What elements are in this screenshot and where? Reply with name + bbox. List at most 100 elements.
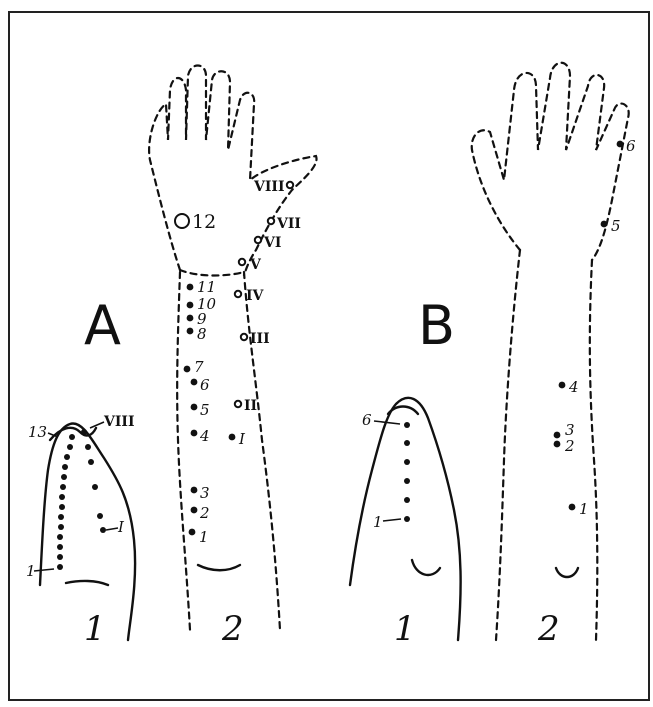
b1-dot [404,422,410,428]
b2-label-5: 5 [611,217,621,235]
panel-b-fig2: 2 1 2 3 4 5 6 [472,63,636,649]
a1-dot [59,494,65,500]
b2-point-1 [569,504,576,511]
a2-point-i [229,434,236,441]
b1-label-1: 1 [373,513,383,531]
a1-dot [60,484,66,490]
a2-point-4 [191,430,198,437]
a2-label-2: 2 [199,504,210,522]
panel-b-letter: B [418,294,455,357]
a2-label-v: V [249,257,262,273]
a1-dot [58,514,64,520]
b2-label-6: 6 [626,137,636,155]
a1-arrow-1 [34,569,54,571]
a1-base-curve [66,581,108,585]
a2-point-9 [187,315,194,322]
a1-arrow-i [106,528,118,530]
panel-a-letter: A [84,294,121,357]
a2-point-3 [191,487,198,494]
b2-point-3 [554,432,561,439]
b2-label-4: 4 [568,378,579,396]
a1-dot [62,464,68,470]
a1-dot [88,459,94,465]
a2-label-vi: VI [263,235,281,251]
a1-dot [97,513,103,519]
b2-label-3: 3 [565,421,575,439]
b1-dot [404,440,410,446]
b1-dot [404,459,410,465]
a2-label-3: 3 [200,484,210,502]
a2-point-vi [255,237,261,243]
a2-point-7 [184,366,191,373]
a2-point-5 [191,404,198,411]
a2-point-12 [175,214,189,228]
a1-dot [57,554,63,560]
b1-arrow-1 [383,519,401,521]
b2-point-4 [559,382,566,389]
b2-elbow-curve [556,568,578,577]
a2-point-1 [189,529,196,536]
a1-dot [67,444,73,450]
a2-hand-outline [149,66,316,276]
a2-point-8 [187,328,194,335]
a1-dot [100,527,106,533]
a1-dot [81,429,87,435]
a1-number: 1 [84,609,106,649]
panel-a-fig2: 2 1 2 3 4 5 6 7 8 9 10 11 12 I II III [149,66,316,650]
a1-label-i: I [117,518,125,536]
a2-label-iv: IV [246,288,265,304]
b2-arm-left [496,250,520,640]
a2-point-v [239,259,245,265]
a2-label-i: I [238,430,246,448]
a2-point-iv [235,291,241,297]
a1-dot [57,544,63,550]
b2-label-2: 2 [564,437,575,455]
a2-label-4: 4 [199,427,210,445]
b1-dot [404,478,410,484]
a1-dot [92,484,98,490]
a1-label-viii: VIII [103,414,135,430]
b1-number: 1 [394,609,416,649]
a2-label-vii: VII [276,216,301,232]
a2-label-5: 5 [200,401,210,419]
a2-point-ii [235,401,241,407]
a2-label-iii: III [250,331,270,347]
a2-label-7: 7 [194,358,204,376]
a2-arm-right [244,272,280,630]
a1-dot [64,454,70,460]
a2-point-6 [191,379,198,386]
panel-b-fig1: 6 1 1 [350,398,461,649]
a2-elbow-curve [198,565,240,570]
a2-label-1: 1 [199,528,209,546]
a1-dot [69,434,75,440]
a2-number: 2 [221,609,244,649]
b1-dot [404,497,410,503]
a2-label-ii: II [244,398,257,414]
b2-point-6 [617,141,624,148]
b2-point-5 [601,221,608,228]
a1-arrow-viii [90,422,104,428]
b1-dot-row [404,422,410,522]
a1-dot [61,474,67,480]
panel-a-fig1: 13 1 VIII I 1 [26,414,135,649]
a2-point-iii [241,334,247,340]
a2-label-6: 6 [200,376,210,394]
a2-point-11 [187,284,194,291]
b2-hand-outline [472,63,629,260]
a2-label-10: 10 [197,295,217,313]
a1-dot [57,534,63,540]
b2-arm-right [590,260,597,640]
b2-number: 2 [537,609,560,649]
a1-dot [85,444,91,450]
a2-label-12: 12 [192,211,216,233]
a2-wrist-line [180,270,244,276]
a1-label-13: 13 [28,423,47,441]
b2-point-2 [554,441,561,448]
a2-point-viii [287,182,293,188]
a1-dot [57,564,63,570]
a2-label-11: 11 [197,278,216,296]
a2-point-10 [187,302,194,309]
a2-arm-left [177,272,190,630]
